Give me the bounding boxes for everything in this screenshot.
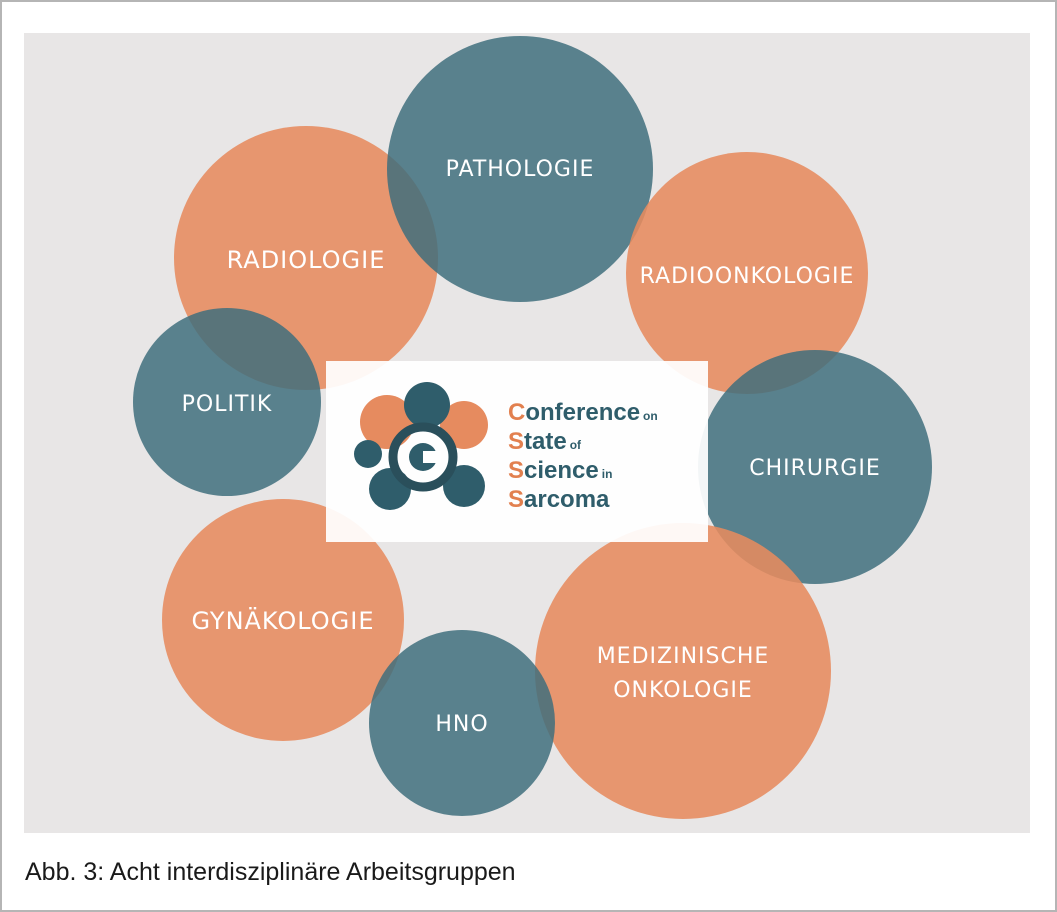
label-hno: HNO: [435, 712, 488, 737]
circle-medizinische-onkologie: [535, 523, 831, 819]
label-gynaekologie: GYNÄKOLOGIE: [192, 606, 375, 635]
logo-icon: [354, 382, 488, 510]
circle-gynaekologie: [162, 499, 404, 741]
circle-pathologie: [387, 36, 653, 302]
label-medizinische: MEDIZINISCHE: [597, 644, 770, 669]
label-radiologie: RADIOLOGIE: [227, 246, 386, 274]
circle-hno: [369, 630, 555, 816]
label-chirurgie: CHIRURGIE: [749, 456, 881, 481]
group-circles: [133, 36, 932, 819]
circle-politik: [133, 308, 321, 496]
circle-chirurgie: [698, 350, 932, 584]
svg-text:Sarcoma: Sarcoma: [508, 486, 610, 513]
label-onkologie: ONKOLOGIE: [613, 678, 753, 703]
figure-caption: Abb. 3: Acht interdisziplinäre Arbeitsgr…: [25, 858, 516, 886]
group-labels: PATHOLOGIE RADIOLOGIE RADIOONKOLOGIE POL…: [182, 157, 881, 737]
label-radioonkologie: RADIOONKOLOGIE: [640, 264, 855, 289]
label-politik: POLITIK: [182, 392, 273, 417]
circle-radioonkologie: [626, 152, 868, 394]
label-pathologie: PATHOLOGIE: [446, 157, 595, 182]
